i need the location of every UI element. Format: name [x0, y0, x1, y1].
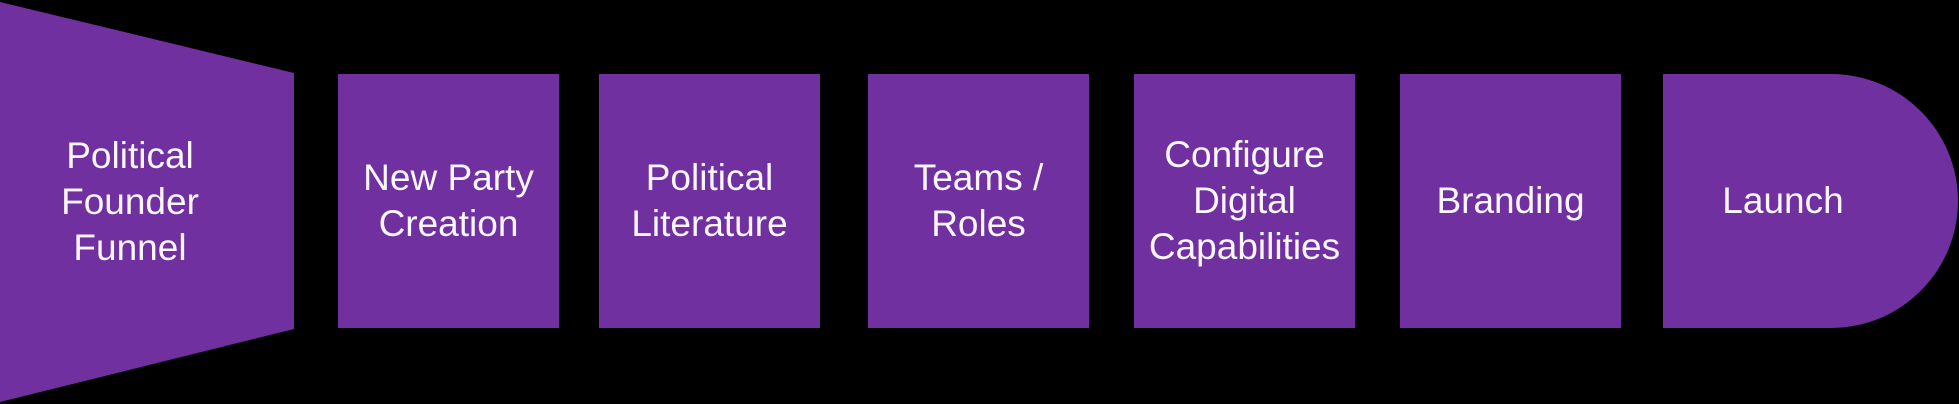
stage-box-political-literature: Political Literature	[599, 74, 820, 328]
stage-box-teams-roles: Teams / Roles	[868, 74, 1089, 328]
stage-shape-launch: Launch	[1663, 74, 1958, 328]
stage-box-configure-digital-capabilities: Configure Digital Capabilities	[1134, 74, 1355, 328]
stage-box-new-party-creation: New Party Creation	[338, 74, 559, 328]
stage-box-branding: Branding	[1400, 74, 1621, 328]
funnel-shape-political-founder-funnel: Political Founder Funnel	[0, 2, 294, 402]
funnel-label: Political Founder Funnel	[61, 135, 199, 268]
